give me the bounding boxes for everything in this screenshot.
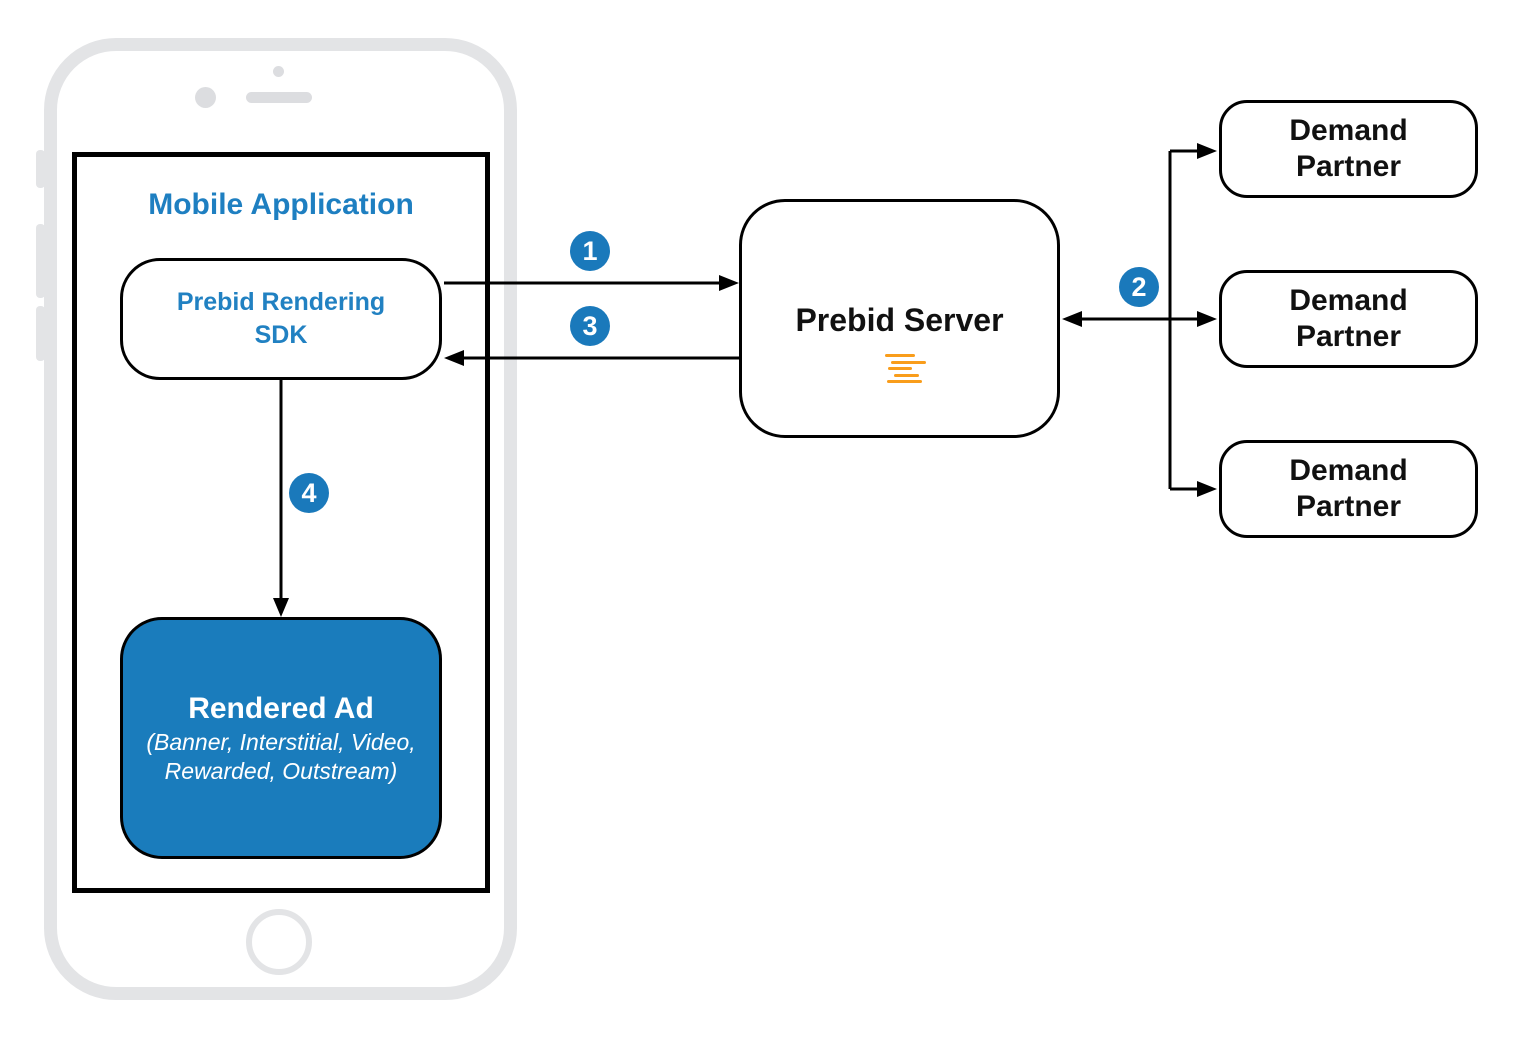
arrow-server-demand-bidi	[1062, 311, 1217, 327]
demand-partner-2-line1: Demand	[1289, 284, 1408, 317]
demand-partner-3-line1: Demand	[1289, 454, 1408, 487]
phone-sensor-dot-icon	[195, 87, 216, 108]
demand-partner-2-line2: Partner	[1295, 320, 1402, 353]
step-badge-2: 2	[1119, 267, 1159, 307]
phone-camera-dot-icon	[273, 66, 284, 77]
phone-mute-switch-icon	[36, 150, 45, 188]
rendered-ad-subtitle-line2: Rewarded, Outstream)	[164, 758, 398, 784]
demand-partner-box-1: Demand Partner	[1219, 100, 1478, 198]
prebid-server-title: Prebid Server	[795, 302, 1004, 338]
mobile-application-title: Mobile Application	[148, 188, 414, 221]
demand-partner-3-line2: Partner	[1295, 490, 1402, 523]
prebid-rendering-sdk-box: Prebid Rendering SDK	[120, 258, 442, 380]
step-badge-3: 3	[570, 306, 610, 346]
mobile-application-box	[72, 152, 490, 893]
phone-volume-up-button-icon	[36, 224, 45, 298]
demand-partner-box-3: Demand Partner	[1219, 440, 1478, 538]
sdk-label-line2: SDK	[254, 321, 308, 349]
prebid-logo-icon	[883, 354, 929, 386]
arrow-server-to-sdk	[444, 350, 739, 366]
arrow-sdk-to-rendered-ad	[273, 380, 289, 617]
sdk-label-line1: Prebid Rendering	[176, 288, 386, 316]
demand-partner-box-2: Demand Partner	[1219, 270, 1478, 368]
demand-partner-1-line2: Partner	[1295, 150, 1402, 183]
phone-speaker-bar-icon	[246, 92, 312, 103]
step-badge-4: 4	[289, 473, 329, 513]
rendered-ad-title: Rendered Ad	[188, 692, 374, 725]
arrow-sdk-to-server	[444, 275, 739, 291]
rendered-ad-box: Rendered Ad (Banner, Interstitial, Video…	[120, 617, 442, 859]
prebid-server-box: Prebid Server	[739, 199, 1060, 438]
rendered-ad-subtitle-line1: (Banner, Interstitial, Video,	[146, 729, 416, 755]
step-badge-1: 1	[570, 231, 610, 271]
phone-volume-down-button-icon	[36, 306, 45, 361]
phone-home-button-icon	[246, 909, 312, 975]
demand-partner-1-line1: Demand	[1289, 114, 1408, 147]
demand-fanout-connector	[1168, 143, 1217, 497]
